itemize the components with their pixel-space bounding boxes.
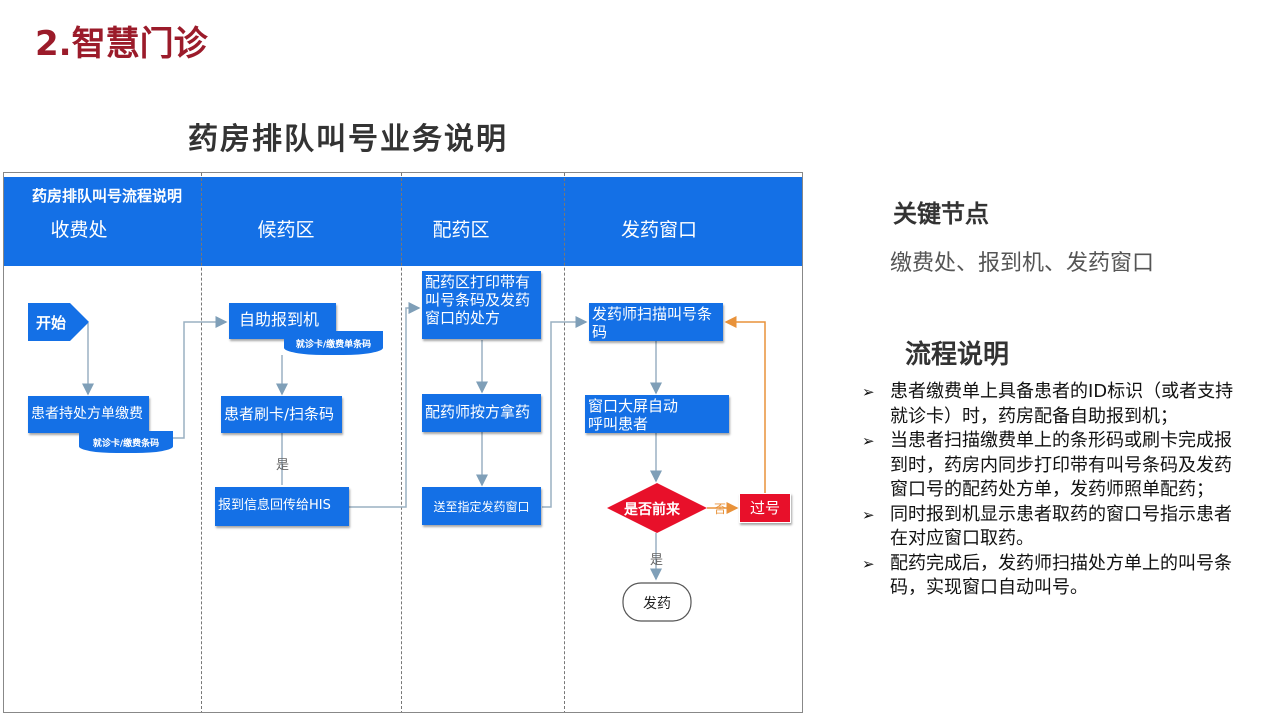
bullet-item: ➢ 同时报到机显示患者取药的窗口号指示患者在对应窗口取药。 xyxy=(860,503,1235,552)
node-print: 配药区打印带有叫号条码及发药窗口的处方 xyxy=(422,271,541,339)
node-skip: 过号 xyxy=(739,493,791,523)
node-pick: 配药师按方拿药 xyxy=(422,394,541,432)
bullet-item: ➢ 当患者扫描缴费单上的条形码或刷卡完成报到时，药房内同步打印带有叫号条码及发药窗… xyxy=(860,429,1235,503)
lane-waiting: 候药区 xyxy=(257,219,315,241)
node-kiosk-doc: 就诊卡/缴费单条码 xyxy=(284,331,383,355)
node-his: 报到信息回传给HIS xyxy=(215,487,349,526)
bullet-text: 患者缴费单上具备患者的ID标识（或者支持就诊卡）时，药房配备自助报到机； xyxy=(890,381,1234,427)
bullet-text: 同时报到机显示患者取药的窗口号指示患者在对应窗口取药。 xyxy=(890,503,1232,550)
key-nodes-text: 缴费处、报到机、发药窗口 xyxy=(890,251,1155,276)
bullet-text: 当患者扫描缴费单上的条形码或刷卡完成报到时，药房内同步打印带有叫号条码及发药窗口… xyxy=(890,430,1232,500)
node-dispense: 发药 xyxy=(643,596,671,612)
bullet-item: ➢ 患者缴费单上具备患者的ID标识（或者支持就诊卡）时，药房配备自助报到机； xyxy=(860,380,1235,429)
arrow-bullet-icon: ➢ xyxy=(862,505,875,524)
arrow-bullet-icon: ➢ xyxy=(862,432,875,450)
node-send: 送至指定发药窗口 xyxy=(422,487,541,525)
lane-divider xyxy=(401,173,402,712)
slide-title: 2.智慧门诊 xyxy=(35,24,208,64)
bullet-text: 配药完成后，发药师扫描处方单上的叫号条码，实现窗口自动叫号。 xyxy=(890,552,1232,599)
label-yes: 是 xyxy=(650,553,664,568)
connectors xyxy=(28,302,766,622)
node-decision: 是否前来 xyxy=(624,502,680,518)
end-shape xyxy=(622,582,692,622)
flowchart-caption: 药房排队叫号流程说明 xyxy=(32,187,183,205)
label-yes: 是 xyxy=(276,458,290,473)
lane-dispensing-prep: 配药区 xyxy=(432,219,490,241)
node-swipe: 患者刷卡/扫条码 xyxy=(221,396,342,433)
start-shape xyxy=(28,303,89,341)
lane-window: 发药窗口 xyxy=(620,219,697,241)
flowchart: 药房排队叫号流程说明 收费处 候药区 配药区 发药窗口 开始 患者持处方单缴费 … xyxy=(3,172,803,713)
key-nodes-title: 关键节点 xyxy=(893,200,989,228)
lane-cashier: 收费处 xyxy=(50,219,108,241)
node-pay-doc: 就诊卡/缴费条码 xyxy=(79,431,173,453)
flow-description-title: 流程说明 xyxy=(905,340,1010,370)
label-no: 否 xyxy=(714,502,727,516)
node-scan: 发药师扫描叫号条码 xyxy=(589,303,723,341)
node-start: 开始 xyxy=(36,314,67,332)
arrow-bullet-icon: ➢ xyxy=(862,383,875,401)
lane-divider xyxy=(201,173,202,712)
lane-header: 药房排队叫号流程说明 收费处 候药区 配药区 发药窗口 xyxy=(4,177,802,266)
diagram-title: 药房排队叫号业务说明 xyxy=(188,122,508,157)
lane-divider xyxy=(564,173,565,712)
flow-description-list: ➢ 患者缴费单上具备患者的ID标识（或者支持就诊卡）时，药房配备自助报到机； ➢ 当… xyxy=(860,380,1235,601)
decision-diamond xyxy=(607,483,707,533)
node-pay: 患者持处方单缴费 xyxy=(28,396,149,433)
arrow-bullet-icon: ➢ xyxy=(862,554,875,573)
bullet-item: ➢ 配药完成后，发药师扫描处方单上的叫号条码，实现窗口自动叫号。 xyxy=(860,552,1235,601)
node-call: 窗口大屏自动呼叫患者 xyxy=(585,395,729,433)
